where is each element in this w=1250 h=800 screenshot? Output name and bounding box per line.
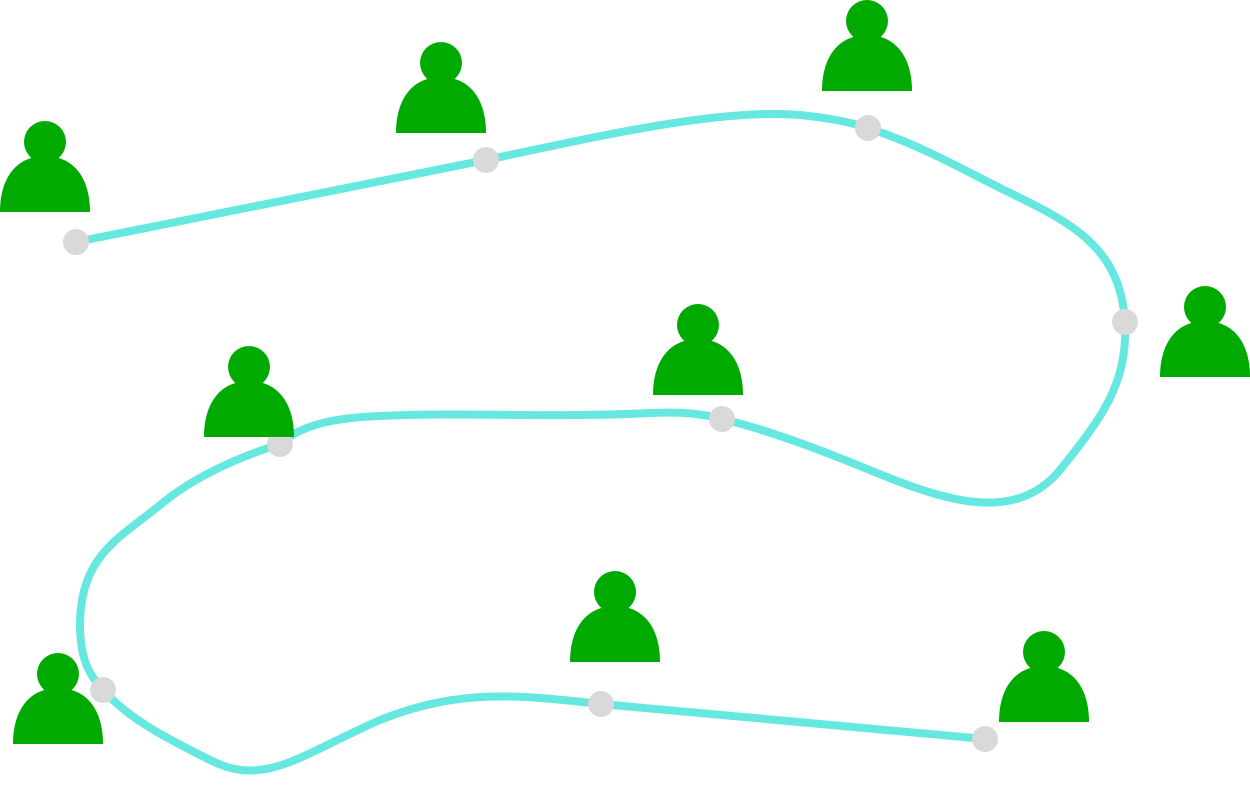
waypoint-dot xyxy=(855,115,881,141)
waypoint-dot xyxy=(63,229,89,255)
waypoint-dot xyxy=(1112,309,1138,335)
route-path xyxy=(72,109,1130,775)
person-icon xyxy=(822,0,912,91)
waypoint-dot xyxy=(90,677,116,703)
person-icon xyxy=(570,571,660,662)
person-icon xyxy=(999,631,1089,722)
person-icon xyxy=(0,121,90,212)
waypoint-dot xyxy=(473,147,499,173)
person-icon xyxy=(396,42,486,133)
waypoint-dot xyxy=(267,431,293,457)
person-icon xyxy=(1160,286,1250,377)
waypoint-dot xyxy=(588,691,614,717)
waypoint-dot xyxy=(709,406,735,432)
waypoint-dot xyxy=(972,726,998,752)
person-icon xyxy=(204,346,294,437)
person-icon xyxy=(653,304,743,395)
